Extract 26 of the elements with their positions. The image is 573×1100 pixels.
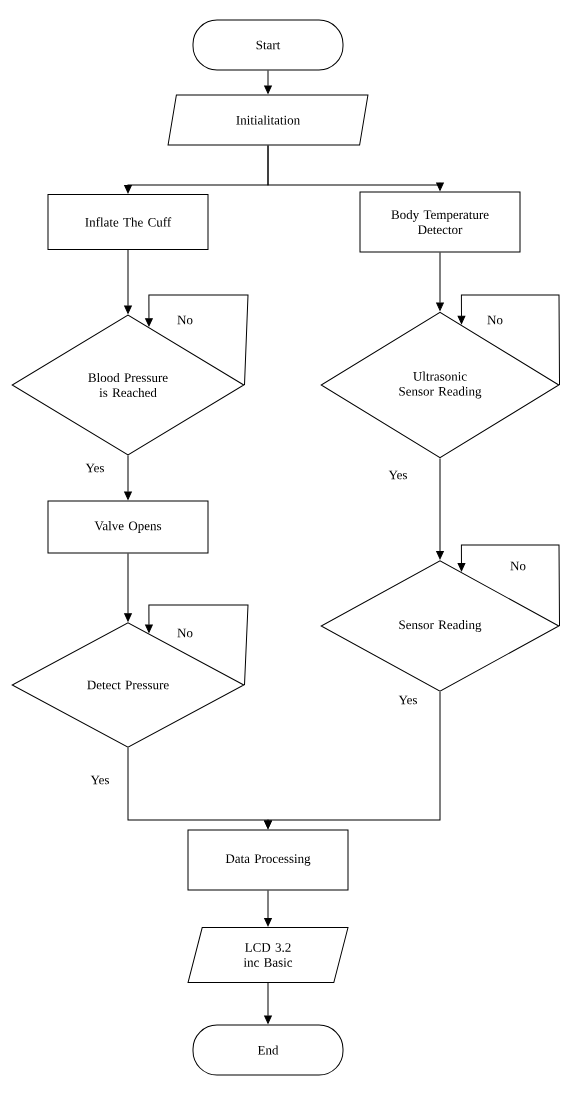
arrow — [264, 70, 272, 94]
arrow — [145, 604, 249, 686]
arrow — [457, 294, 560, 386]
arrow — [267, 145, 444, 191]
arrow — [124, 455, 132, 500]
edge-label: Yes — [397, 694, 419, 706]
edge-label: Yes — [387, 469, 409, 481]
arrow — [145, 294, 249, 386]
arrow — [264, 982, 272, 1024]
arrow — [436, 457, 444, 560]
process-box: Valve Opens — [47, 500, 209, 554]
arrow — [457, 544, 560, 627]
edge-label: No — [486, 314, 504, 326]
process-box: Body Temperature Detector — [359, 191, 521, 253]
arrow — [264, 890, 272, 927]
edge-label: Yes — [84, 462, 106, 474]
arrow — [124, 249, 132, 314]
edge-label: Yes — [89, 774, 111, 786]
edge-label: No — [176, 627, 194, 639]
edge-label: No — [509, 560, 527, 572]
arrow — [264, 691, 441, 829]
arrow — [436, 252, 444, 311]
process-box: Inflate The Cuff — [47, 194, 209, 250]
edge-label: No — [176, 314, 194, 326]
process-box: Data Processing — [187, 829, 349, 891]
arrow — [124, 553, 132, 622]
